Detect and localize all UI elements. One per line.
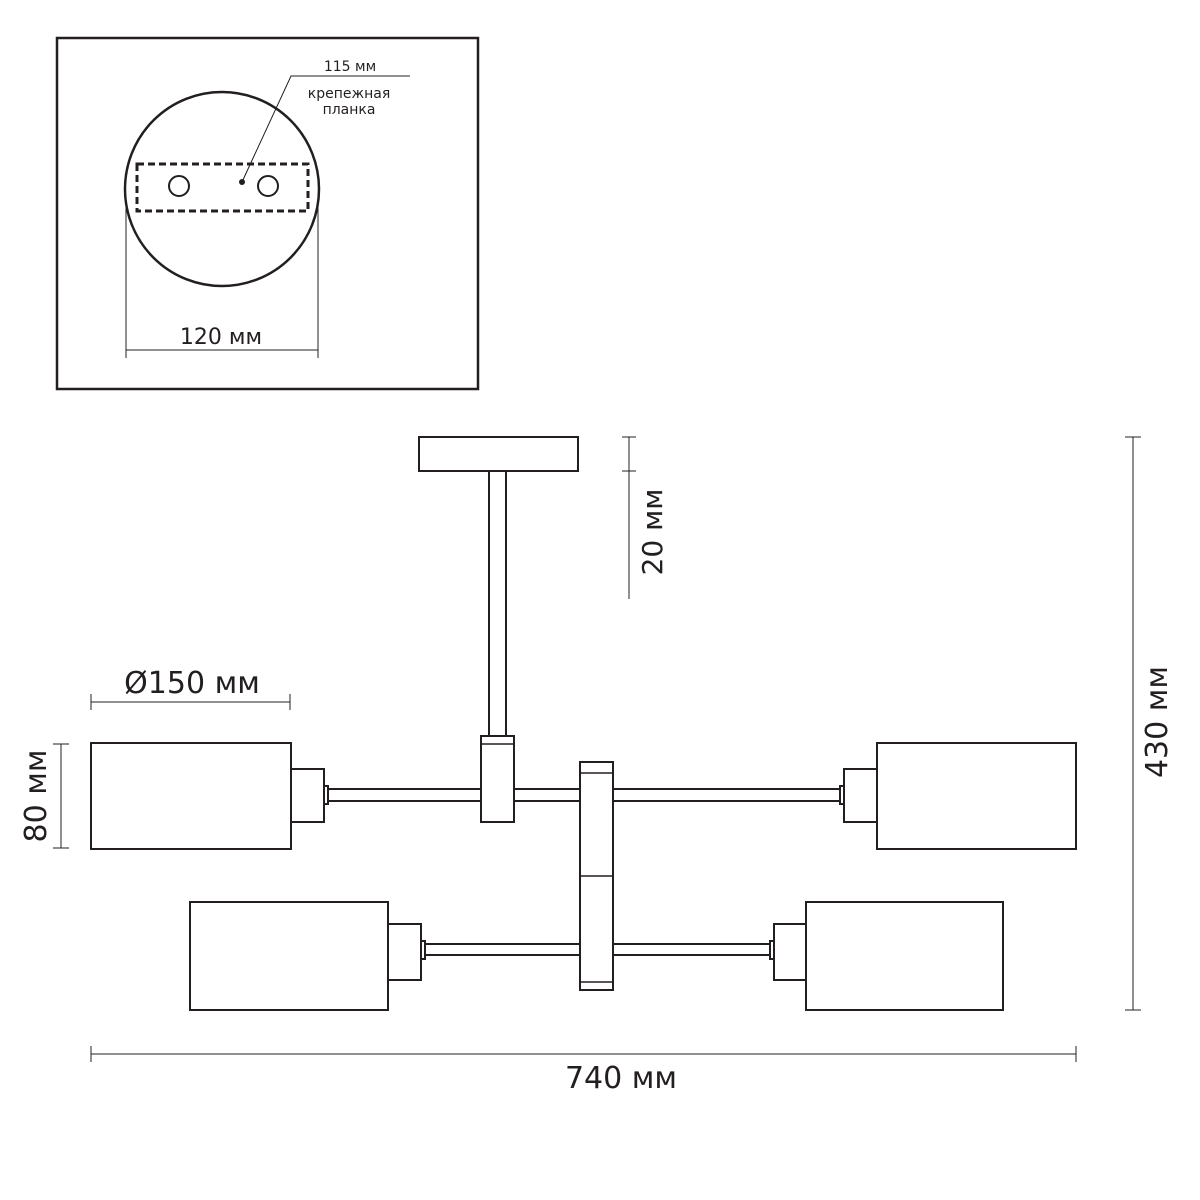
shade-height-label: 80 мм [19, 750, 54, 843]
socket-ring-lower-right [769, 940, 775, 960]
socket-lower-left [387, 923, 422, 981]
lamp-shade-lower-right [805, 901, 1004, 1011]
lamp-shade-upper-right [876, 742, 1077, 850]
shade-diameter-label: Ø150 мм [124, 666, 260, 701]
upper-hub [480, 735, 515, 823]
canopy-diameter-label: 120 мм [180, 325, 262, 350]
total-width-label: 740 мм [565, 1061, 677, 1096]
mounting-hole-right [257, 175, 279, 197]
mounting-plate-length-label: 115 мм [324, 59, 376, 75]
canopy-inset: 115 мм крепежная планка 120 мм [55, 36, 480, 391]
socket-upper-right [843, 768, 878, 823]
canopy-circle [123, 90, 321, 288]
mounting-plate-leader [241, 75, 410, 183]
dimension-annotations: 20 мм Ø150 мм 80 мм 430 мм 740 мм [19, 436, 1175, 1096]
mounting-plate-label-line1: крепежная [308, 86, 391, 102]
total-height-label: 430 мм [1140, 666, 1175, 778]
socket-upper-left [290, 768, 325, 823]
mounting-plate-outline [135, 162, 310, 213]
mounting-hole-left [168, 175, 190, 197]
chandelier-side-view [90, 436, 1077, 1011]
socket-ring-lower-left [420, 940, 426, 960]
inset-frame [55, 36, 480, 391]
socket-lower-right [773, 923, 807, 981]
socket-ring-upper-left [323, 785, 329, 805]
lamp-shade-upper-left [90, 742, 292, 850]
rod-offset-label: 20 мм [636, 489, 669, 576]
suspension-rod [488, 470, 507, 740]
socket-ring-upper-right [839, 785, 845, 805]
lamp-shade-lower-left [189, 901, 389, 1011]
mounting-plate-label-line2: планка [323, 102, 376, 118]
ceiling-canopy [418, 436, 579, 472]
